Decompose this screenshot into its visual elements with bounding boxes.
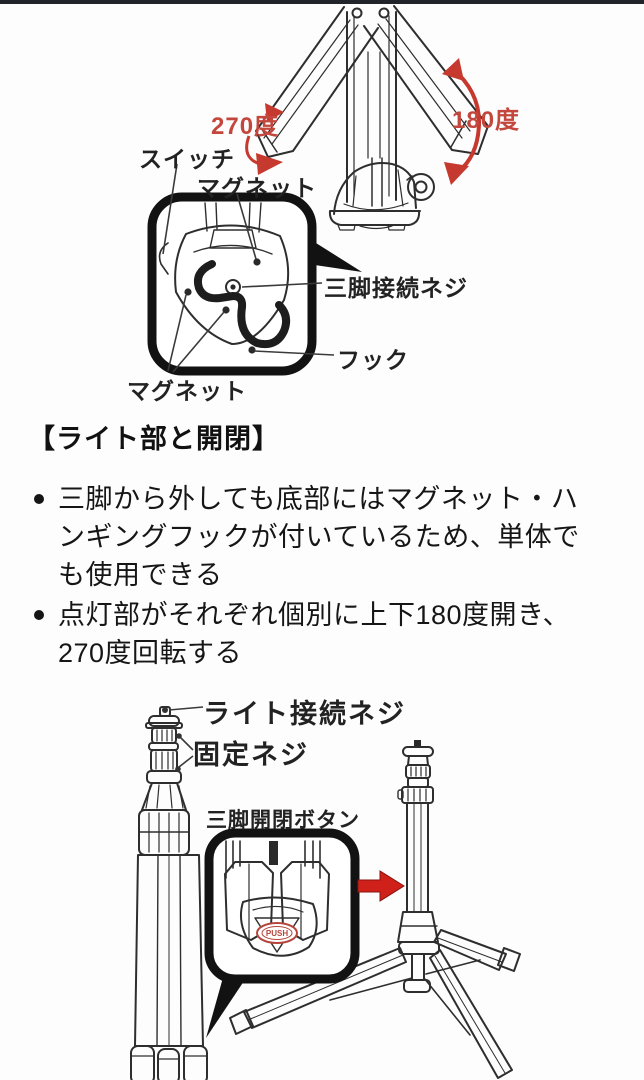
diagram-tripod: PUSH ライト接続ネジ 固定ネジ 三脚開閉ボタン bbox=[0, 690, 644, 1080]
fix-screw-dot-upper bbox=[176, 733, 182, 739]
tripod-illustration: PUSH bbox=[130, 706, 521, 1080]
bullet-text: 三脚から外しても底部にはマグネット・ハンギングフックが付いているため、単体でも使… bbox=[58, 484, 580, 590]
tripod-screw-label: 三脚接続ネジ bbox=[324, 275, 468, 301]
fix-screw-dot-lower bbox=[175, 766, 181, 772]
push-button: PUSH bbox=[256, 922, 298, 944]
rotation-arrows bbox=[245, 58, 482, 185]
hook-label: フック bbox=[337, 347, 409, 373]
bullet-text: 点灯部がそれぞれ個別に上下180度開き、270度回転する bbox=[58, 600, 571, 668]
magnet-dots bbox=[184, 258, 261, 354]
bullet-dot bbox=[34, 610, 44, 620]
open-180-label: 180度 bbox=[452, 107, 521, 134]
hanging-hook-shape bbox=[193, 260, 291, 349]
closed-tripod bbox=[130, 706, 208, 1080]
fix-screw-label: 固定ネジ bbox=[193, 740, 309, 770]
light-screw-label: ライト接続ネジ bbox=[203, 699, 406, 729]
rotate-270-arrowhead-top bbox=[265, 103, 284, 122]
callout-lines bbox=[162, 163, 335, 373]
push-button-label: PUSH bbox=[266, 929, 288, 938]
rotate-270-arrowhead bbox=[256, 153, 283, 175]
magnet-bottom-label: マグネット bbox=[127, 378, 247, 404]
open-tripod bbox=[229, 740, 521, 1079]
light-screw-dot bbox=[162, 707, 168, 713]
bullet-item: 三脚から外しても底部にはマグネット・ハンギングフックが付いているため、単体でも使… bbox=[28, 480, 616, 594]
rotate-270-label: 270度 bbox=[211, 113, 280, 140]
bullet-dot bbox=[34, 494, 44, 504]
magnet-top-label: マグネット bbox=[197, 175, 317, 201]
open-180-arrowhead-bottom bbox=[444, 162, 469, 185]
open-180-arc bbox=[450, 66, 482, 174]
inset-pointer-wedge bbox=[206, 974, 246, 1038]
switch-label: スイッチ bbox=[139, 146, 235, 172]
top-strip bbox=[0, 0, 644, 4]
bullet-list: 三脚から外しても底部にはマグネット・ハンギングフックが付いているため、単体でも使… bbox=[28, 480, 616, 674]
bottom-view-inset bbox=[147, 192, 362, 376]
callout-lines-bottom bbox=[168, 706, 204, 768]
inset-pointer-wedge bbox=[308, 238, 362, 272]
hub-inset: PUSH bbox=[204, 828, 360, 1038]
open-180-arrowhead-top bbox=[442, 58, 464, 81]
diagram-light-unit: 270度 180度 スイッチ マグネット 三脚接続ネジ フック マグネット bbox=[0, 0, 644, 412]
section-heading: 【ライト部と開閉】 bbox=[28, 424, 280, 454]
bullet-item: 点灯部がそれぞれ個別に上下180度開き、270度回転する bbox=[28, 596, 616, 672]
open-button-label: 三脚開閉ボタン bbox=[206, 809, 360, 832]
light-unit-illustration bbox=[147, 5, 489, 376]
switch-bump bbox=[158, 242, 169, 275]
transform-arrow-icon bbox=[357, 870, 405, 902]
